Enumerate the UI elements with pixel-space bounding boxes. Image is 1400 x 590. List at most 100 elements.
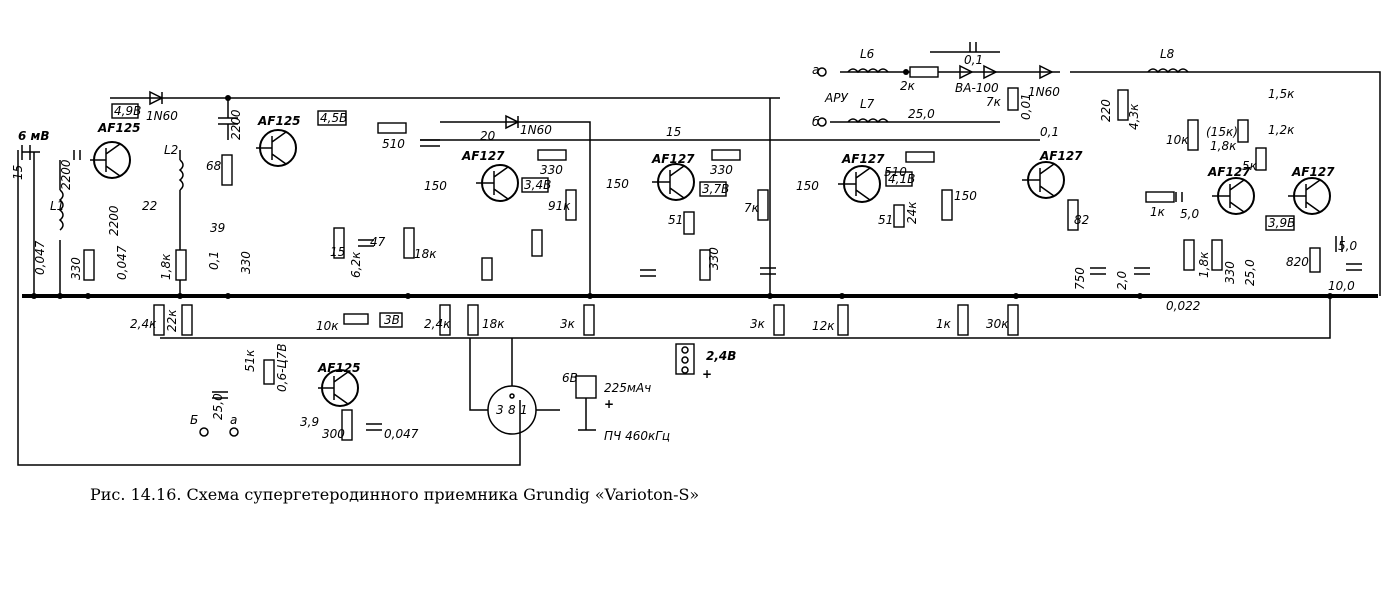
svg-text:2,4к: 2,4к [130,317,157,331]
svg-text:1к: 1к [1150,205,1166,219]
svg-text:2,0: 2,0 [1115,271,1129,290]
svg-text:820: 820 [1286,255,1309,269]
transistor-af125-1: AF125 [90,121,141,179]
svg-text:1N60: 1N60 [1028,85,1060,99]
svg-text:7к: 7к [986,95,1002,109]
svg-text:51: 51 [668,213,683,227]
svg-text:AF127: AF127 [1207,165,1251,179]
voltage-box-45: 4,5В [317,110,347,126]
coil-l6: L6 [847,47,889,74]
diode-ba100: BA-100 [955,64,999,95]
svg-text:7к: 7к [744,201,760,215]
svg-text:1,5к: 1,5к [1268,87,1295,101]
svg-text:0,047: 0,047 [115,245,129,280]
svg-text:AF127: AF127 [651,152,695,166]
battery-connector: 2,4В + [675,343,736,381]
svg-text:1N60: 1N60 [520,123,552,137]
transistor-af127-3: AF127 [838,152,885,203]
svg-text:L2: L2 [164,143,178,157]
coil-l8: L8 [1147,47,1189,74]
svg-text:1N60: 1N60 [146,109,178,123]
svg-text:68: 68 [206,159,222,173]
svg-text:AF125: AF125 [97,121,141,135]
svg-text:51к: 51к [243,349,257,372]
svg-text:225мАч: 225мАч [604,381,651,395]
svg-text:750: 750 [1073,267,1087,290]
value-labels: 2200 0,047 330 0,047 2200 22 1,8к 68 39 … [33,53,1357,441]
svg-text:5,0: 5,0 [1338,239,1357,253]
svg-text:18к: 18к [482,317,505,331]
svg-text:15: 15 [666,125,681,139]
supply-line-top [110,97,780,296]
svg-text:3,9: 3,9 [300,415,319,429]
svg-text:4,5В: 4,5В [320,111,347,125]
svg-text:510: 510 [382,137,405,151]
transistor-af127-1: AF127 [461,149,519,202]
resistors-horizontal [343,66,1175,325]
svg-text:BA-100: BA-100 [955,81,999,95]
svg-text:10к: 10к [316,319,339,333]
svg-text:6В: 6В [562,371,578,385]
voltage-box-37: 3,7В [699,181,729,197]
svg-text:(15к): (15к) [1206,125,1238,139]
svg-text:39: 39 [210,221,225,235]
svg-text:а: а [230,413,237,427]
diode-1n60-det: 1N60 [1028,64,1060,99]
svg-text:AF127: AF127 [841,152,885,166]
svg-text:5к: 5к [1242,159,1258,173]
coil-l7: L7 [830,97,1000,124]
coil-l2: L2 [164,143,184,296]
svg-text:20: 20 [480,129,496,143]
svg-text:330: 330 [710,163,733,177]
svg-text:15: 15 [330,245,345,259]
svg-text:330: 330 [239,251,253,274]
svg-text:91к: 91к [548,199,571,213]
agc-line [420,121,1040,296]
svg-text:AF127: AF127 [461,149,505,163]
svg-text:5,0: 5,0 [1180,207,1199,221]
svg-text:3: 3 [496,403,504,417]
svg-text:3,4В: 3,4В [524,178,551,192]
svg-text:1,8к: 1,8к [159,253,173,280]
svg-text:3к: 3к [750,317,766,331]
voltage-box-49: 4,9В [111,103,141,119]
svg-text:0,1: 0,1 [964,53,983,67]
svg-text:24к: 24к [905,201,919,224]
svg-text:330: 330 [540,163,563,177]
svg-text:22: 22 [142,199,157,213]
svg-text:2200: 2200 [59,159,73,190]
input-a-label: а [812,63,819,77]
svg-text:0,022: 0,022 [1166,299,1200,313]
svg-text:1к: 1к [936,317,952,331]
svg-text:8: 8 [508,403,516,417]
svg-text:+: + [604,397,614,411]
svg-text:3,7В: 3,7В [702,182,729,196]
figure-caption: Рис. 14.16. Схема супергетеродинного при… [90,485,700,504]
svg-text:30к: 30к [986,317,1009,331]
svg-text:AF125: AF125 [317,361,361,375]
svg-text:AF125: AF125 [257,114,301,128]
svg-text:1: 1 [520,403,528,417]
resistors [83,87,1321,441]
svg-text:2200: 2200 [107,205,121,236]
svg-text:2,4В: 2,4В [706,349,736,363]
svg-text:330: 330 [1223,261,1237,284]
coil-l1: L1 [50,160,64,296]
svg-text:6 мВ: 6 мВ [18,129,49,143]
svg-text:330: 330 [69,257,83,280]
svg-text:330: 330 [707,247,721,270]
svg-text:22к: 22к [165,309,179,332]
supply-line-lower [160,296,1331,339]
svg-text:Б: Б [190,413,198,427]
transistor-af125-2: AF125 [256,114,301,167]
junction-dots [31,69,1333,299]
svg-text:4,3к: 4,3к [1127,103,1141,130]
svg-text:150: 150 [424,179,447,193]
svg-text:4,9В: 4,9В [114,104,141,118]
svg-text:6,2к: 6,2к [349,251,363,278]
svg-text:2200: 2200 [229,109,243,140]
svg-text:18к: 18к [414,247,437,261]
voltage-box-3: 3В [379,312,403,328]
voltage-box-41: 4,1В [885,171,915,187]
svg-text:300: 300 [322,427,345,441]
